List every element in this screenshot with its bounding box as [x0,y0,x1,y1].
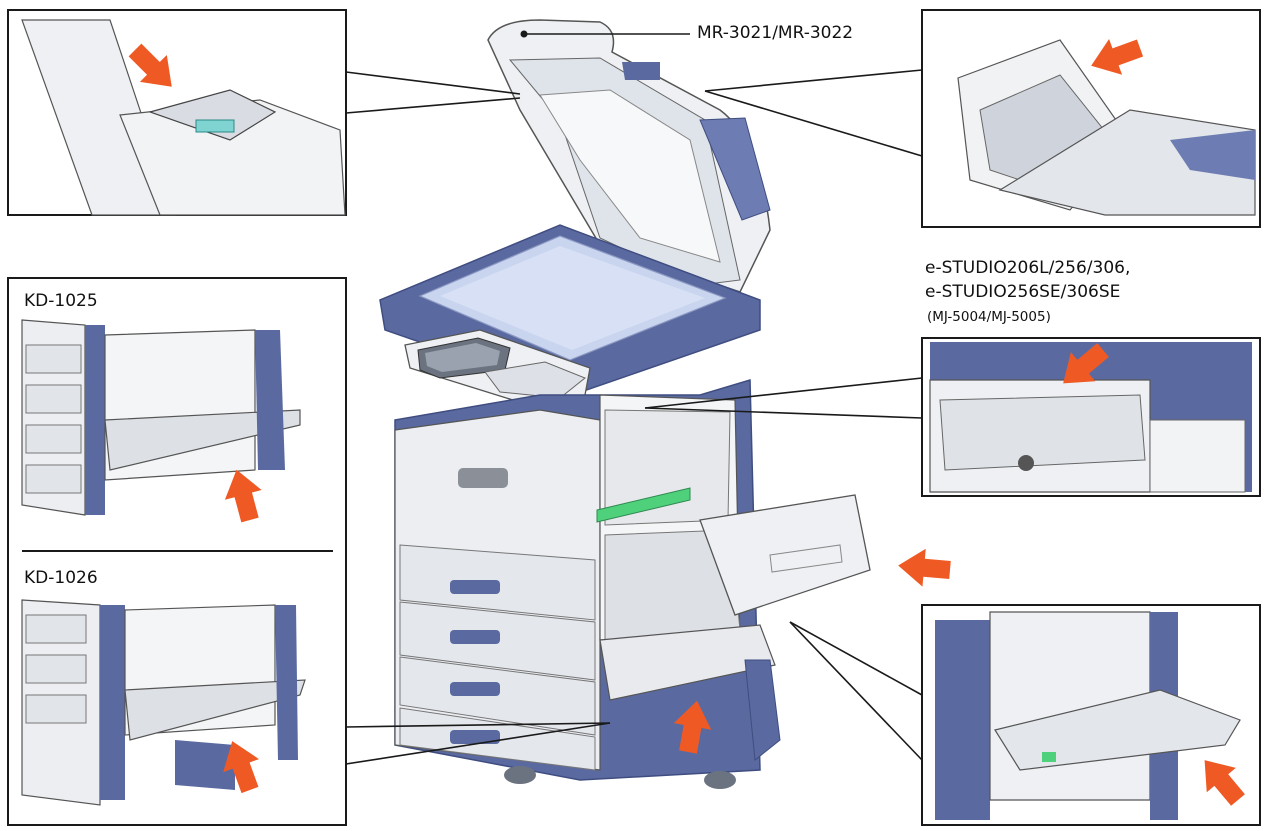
studio-model-line3: (MJ-5004/MJ-5005) [927,309,1051,325]
detail-adf-open [957,30,1256,216]
machine-body [394,378,871,789]
copier-machine [379,19,871,789]
arrow-icon [1084,30,1147,84]
kd1025-label: KD-1025 [24,291,98,311]
kd1026-label: KD-1026 [24,568,98,588]
adf-lid [487,19,771,293]
detail-kd1026 [21,599,306,806]
studio-model-line1: e-STUDIO206L/256/306, [925,258,1131,278]
detail-kd1025 [21,319,301,525]
arrow-icon [218,464,269,525]
control-panel [404,329,591,411]
arrow-icon [896,546,952,589]
detail-bypass-tray [935,611,1253,820]
leader-lines [22,30,923,765]
adf-model-label: MR-3021/MR-3022 [697,23,854,43]
detail-adf-latch [21,19,346,216]
arrow-icon [1190,747,1253,813]
studio-model-line2: e-STUDIO256SE/306SE [925,282,1121,302]
detail-transfer-unit [929,335,1252,493]
